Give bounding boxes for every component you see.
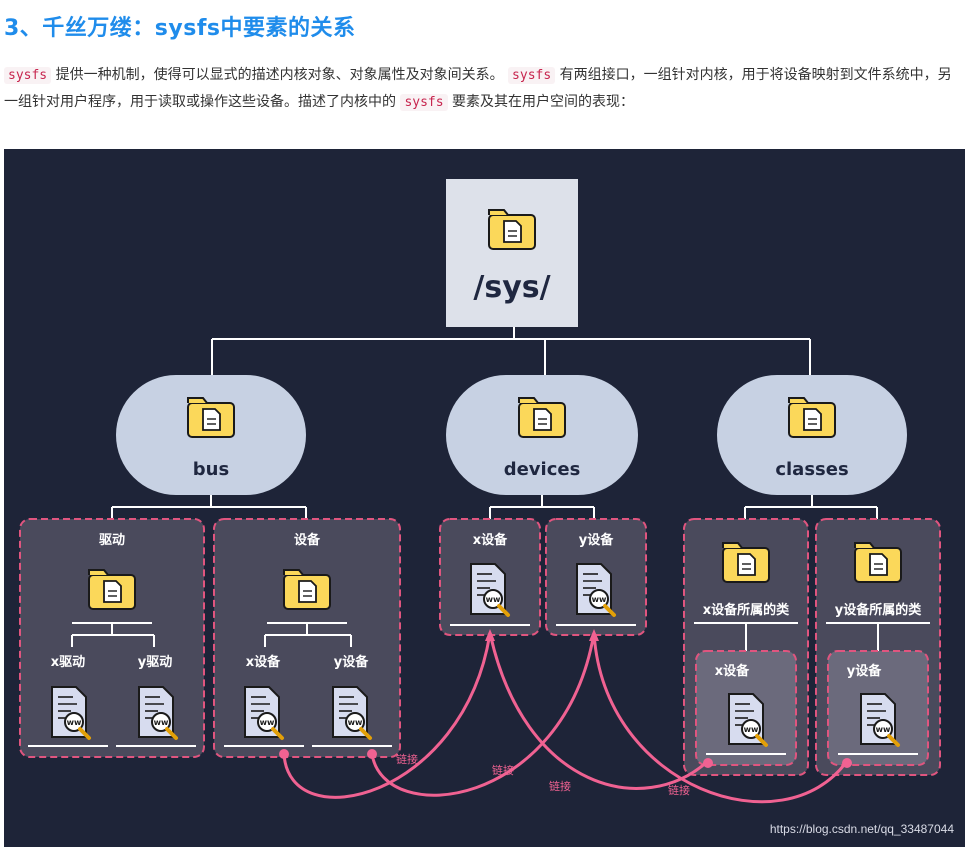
class-y-label: y设备所属的类 [835, 602, 922, 618]
paragraph-text: 提供一种机制，使得可以显式的描述内核对象、对象属性及对象间关系。 [55, 67, 504, 83]
class-x-device-label: x设备 [715, 663, 750, 679]
classes-connector [744, 495, 878, 521]
dev-x-label: x设备 [473, 532, 508, 548]
paragraph-text: 有两组接口，一组针对内核，用于将设备映射到文件系统中，另一组针对用户程序，用于读… [4, 67, 952, 110]
web-file-icon [469, 562, 510, 617]
folder-icon [187, 397, 235, 438]
link-label: 链接 [396, 752, 418, 766]
folder-icon [488, 209, 536, 250]
folder-icon [283, 569, 331, 610]
folder-icon [788, 397, 836, 438]
inline-code: sysfs [4, 67, 52, 84]
intro-paragraph: sysfs 提供一种机制，使得可以显式的描述内核对象、对象属性及对象间关系。 s… [4, 62, 962, 116]
panel-title: 驱动 [99, 533, 125, 548]
bus-x-device-label: x设备 [246, 654, 281, 670]
y-driver-label: y驱动 [138, 655, 172, 670]
root-label: /sys/ [473, 270, 550, 305]
section-heading: 3、千丝万缕：sysfs中要素的关系 [4, 16, 356, 41]
web-file-icon [50, 685, 91, 740]
class-y-device-label: y设备 [847, 663, 882, 679]
link-curves [282, 632, 849, 804]
bus-label: bus [193, 459, 229, 480]
inline-code: sysfs [400, 94, 448, 111]
x-driver-label: x驱动 [51, 655, 85, 670]
link-label: 链接 [668, 783, 690, 797]
devices-connector [489, 495, 595, 521]
bus-devices-panel [213, 518, 401, 758]
web-file-icon [243, 685, 284, 740]
dev-y-label: y设备 [579, 532, 614, 548]
web-file-icon [137, 685, 178, 740]
bus-connector [111, 495, 307, 521]
web-file-icon [331, 685, 372, 740]
folder-icon [722, 542, 770, 583]
panel-title: 设备 [294, 532, 321, 548]
watermark: https://blog.csdn.net/qq_33487044 [770, 822, 954, 836]
link-label: 链接 [549, 779, 571, 793]
folder-icon [854, 542, 902, 583]
folder-icon [518, 397, 566, 438]
bus-y-device-label: y设备 [334, 654, 369, 670]
web-file-icon [727, 692, 768, 747]
tree-connector [264, 622, 352, 647]
tree-connector [71, 622, 155, 647]
root-connector [211, 327, 811, 377]
web-file-icon [859, 692, 900, 747]
web-file-icon [575, 562, 616, 617]
classes-label: classes [775, 459, 848, 480]
paragraph-text: 要素及其在用户空间的表现： [452, 94, 635, 110]
root-node [446, 179, 578, 327]
bus-drivers-panel [19, 518, 205, 758]
folder-icon [88, 569, 136, 610]
inline-code: sysfs [508, 67, 556, 84]
sysfs-diagram: ww /sys/ bus devices classes 驱动 x驱动 y驱动 … [4, 149, 965, 847]
class-x-label: x设备所属的类 [703, 602, 790, 618]
link-label: 链接 [492, 763, 514, 777]
devices-label: devices [504, 459, 581, 480]
